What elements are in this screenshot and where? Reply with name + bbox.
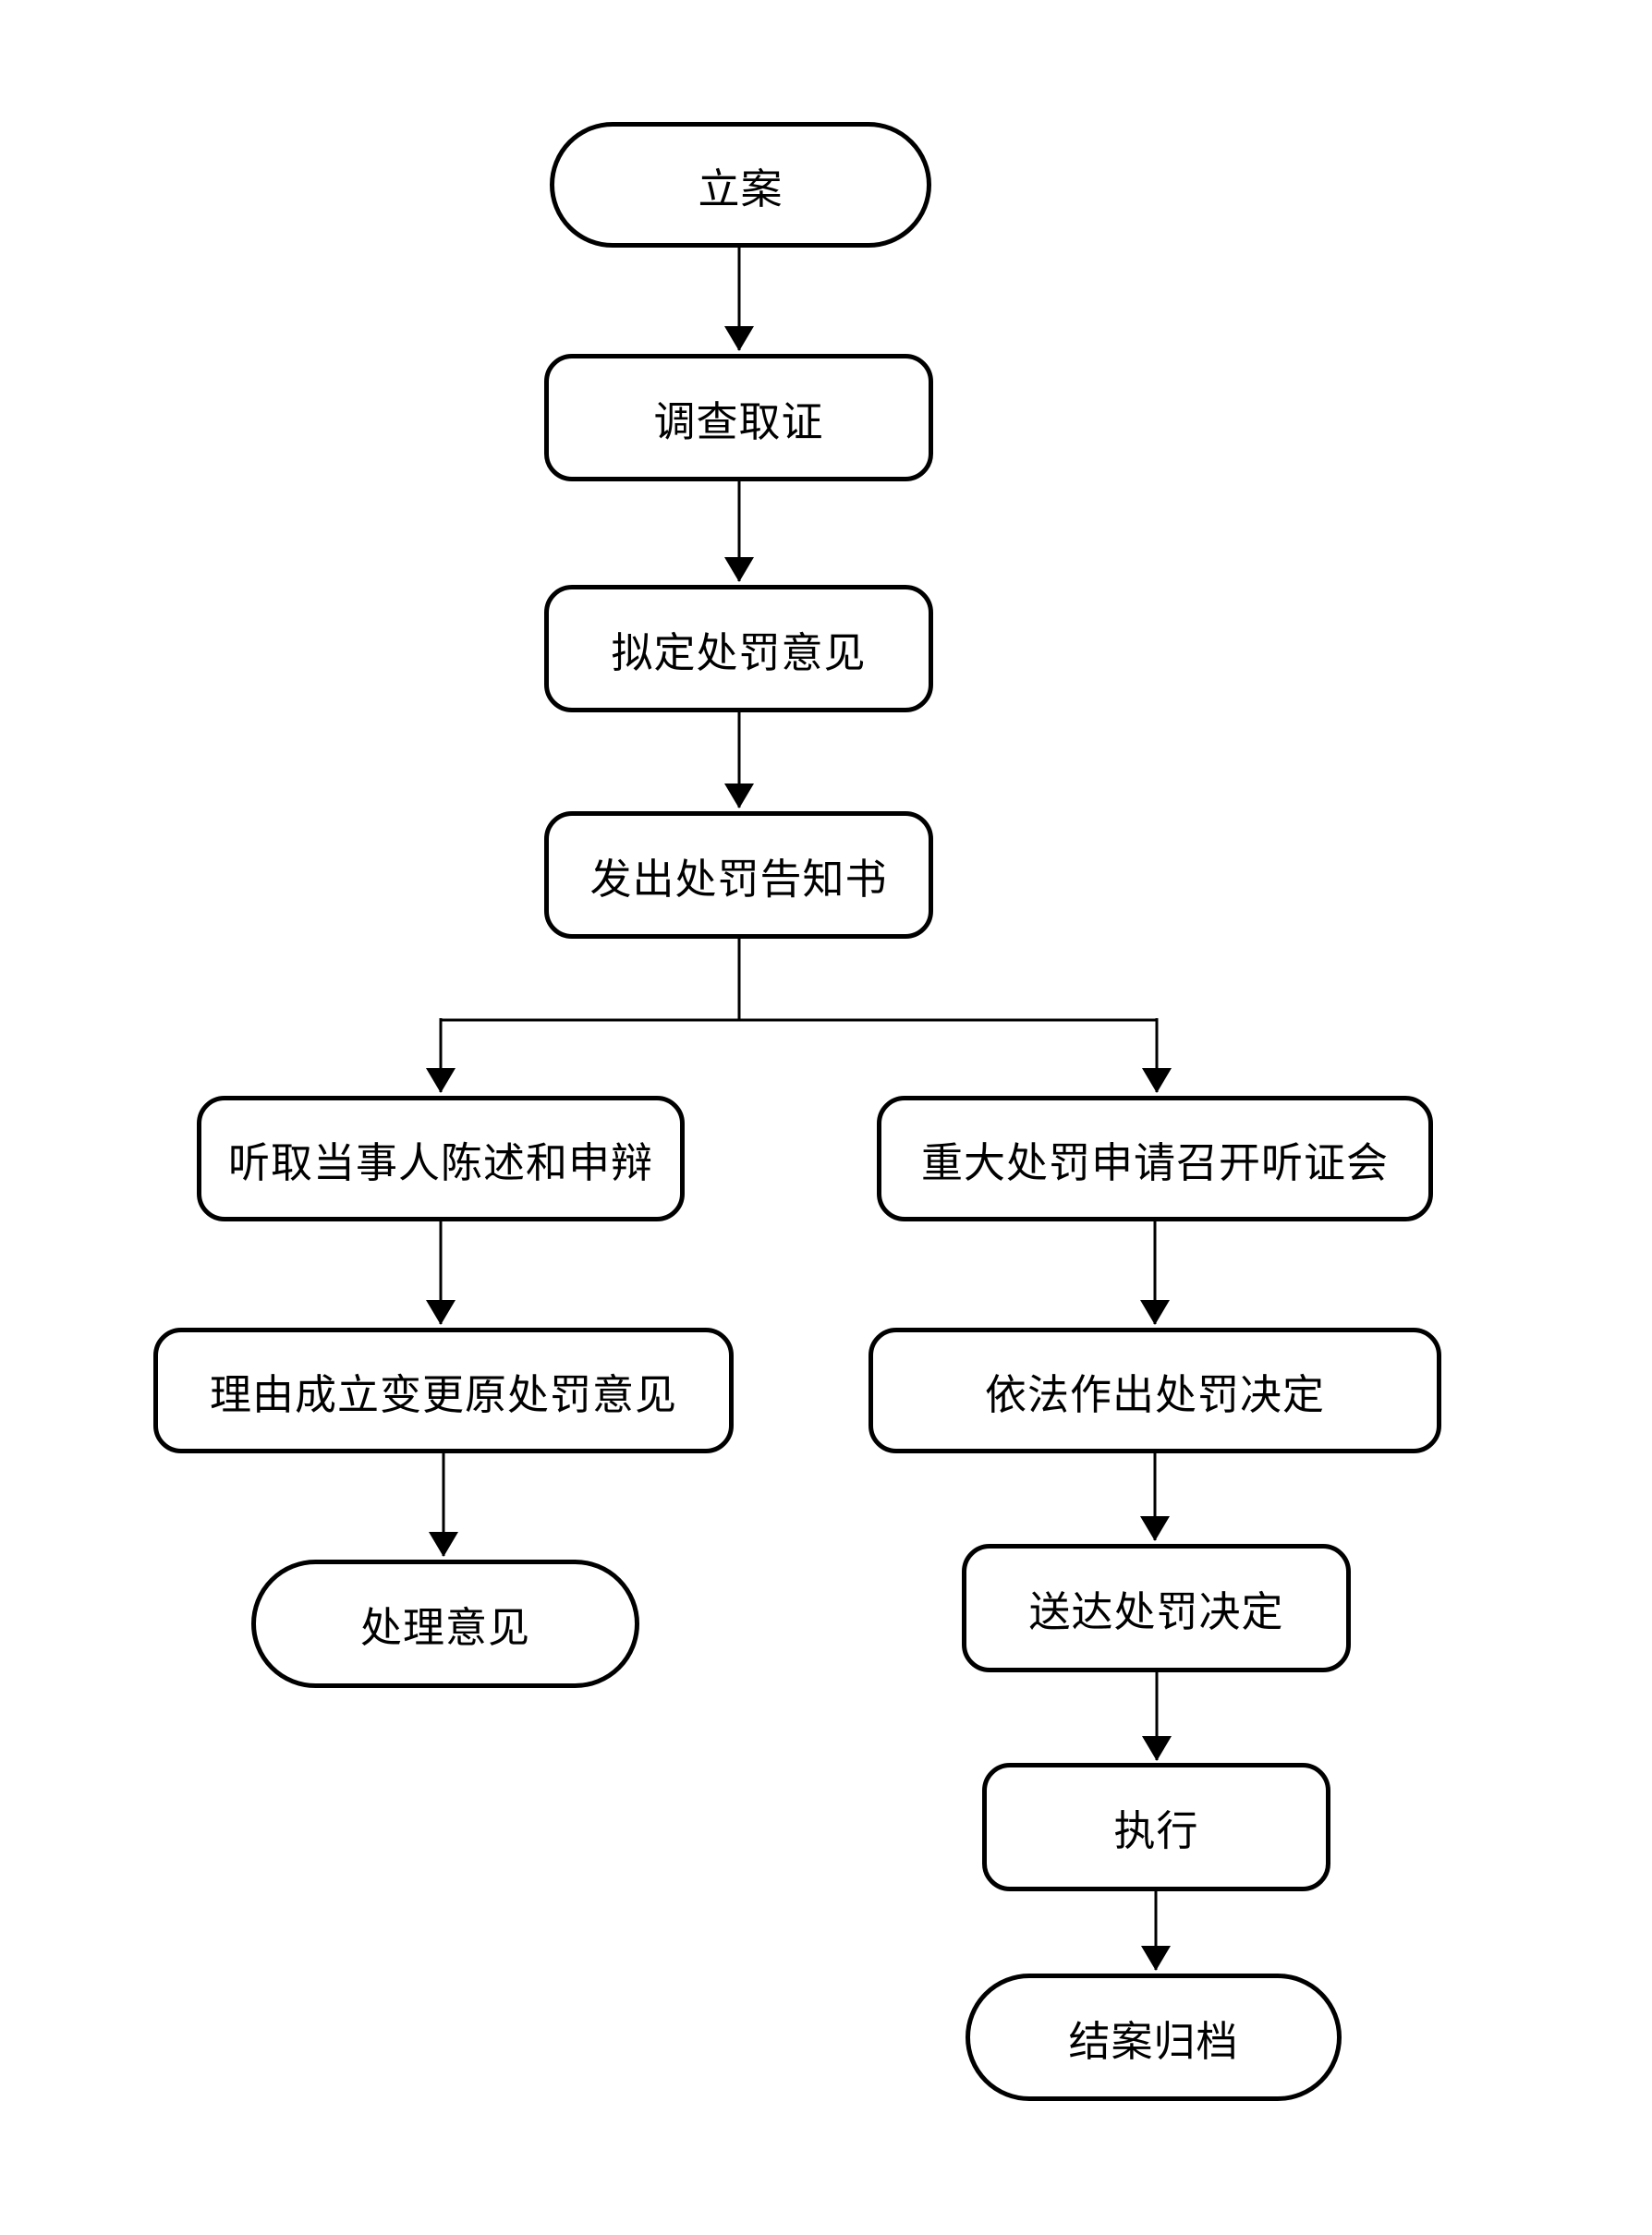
node-investigation: 调查取证 xyxy=(544,354,933,481)
node-close-and-archive: 结案归档 xyxy=(966,1974,1342,2101)
node-execute: 执行 xyxy=(982,1763,1330,1891)
node-handling-opinion: 处理意见 xyxy=(251,1560,639,1688)
node-case-filing: 立案 xyxy=(550,122,931,248)
node-hear-statement-defense: 听取当事人陈述和申辩 xyxy=(197,1096,685,1221)
node-draft-penalty-opinion: 拟定处罚意见 xyxy=(544,585,933,712)
node-modify-original-opinion: 理由成立变更原处罚意见 xyxy=(153,1328,734,1453)
node-deliver-penalty-decision: 送达处罚决定 xyxy=(962,1544,1351,1672)
node-make-penalty-decision: 依法作出处罚决定 xyxy=(869,1328,1441,1453)
node-major-penalty-hearing: 重大处罚申请召开听证会 xyxy=(877,1096,1433,1221)
node-issue-penalty-notice: 发出处罚告知书 xyxy=(544,811,933,939)
